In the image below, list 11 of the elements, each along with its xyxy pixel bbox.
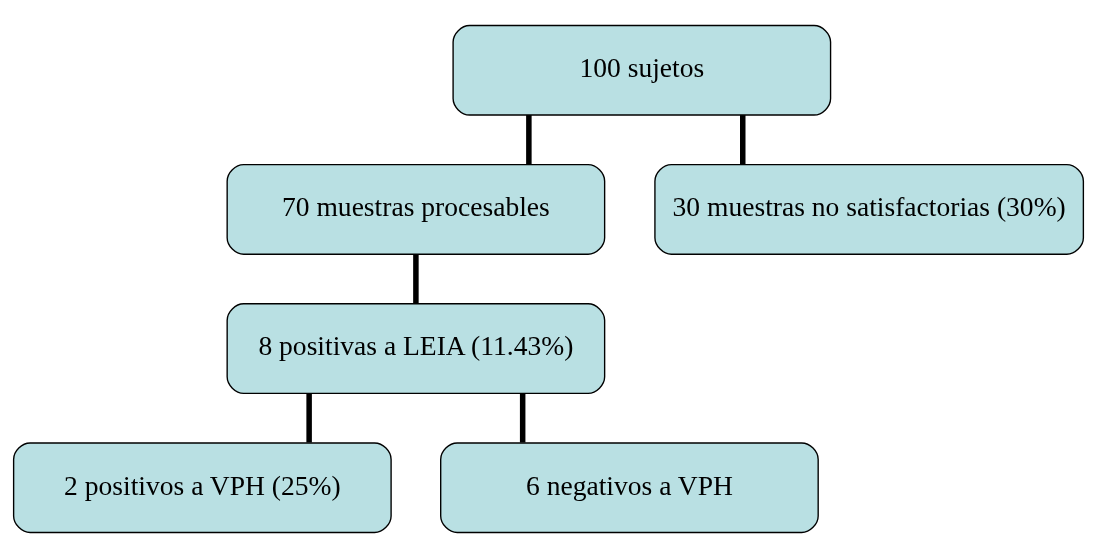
- connector: [306, 392, 312, 443]
- connector: [740, 114, 746, 164]
- node-box: 100 sujetos: [452, 24, 832, 116]
- connector: [519, 392, 526, 443]
- node-box: 6 negativos a VPH: [440, 441, 819, 533]
- node-box: 30 muestras no satisfactorias (30%): [654, 163, 1085, 255]
- node-box: 70 muestras procesables: [226, 163, 606, 255]
- connector: [413, 253, 419, 303]
- node-box: 8 positivas a LEIA (11.43%): [226, 302, 606, 394]
- connector: [526, 114, 532, 164]
- node-box: 2 positivos a VPH (25%): [12, 441, 392, 533]
